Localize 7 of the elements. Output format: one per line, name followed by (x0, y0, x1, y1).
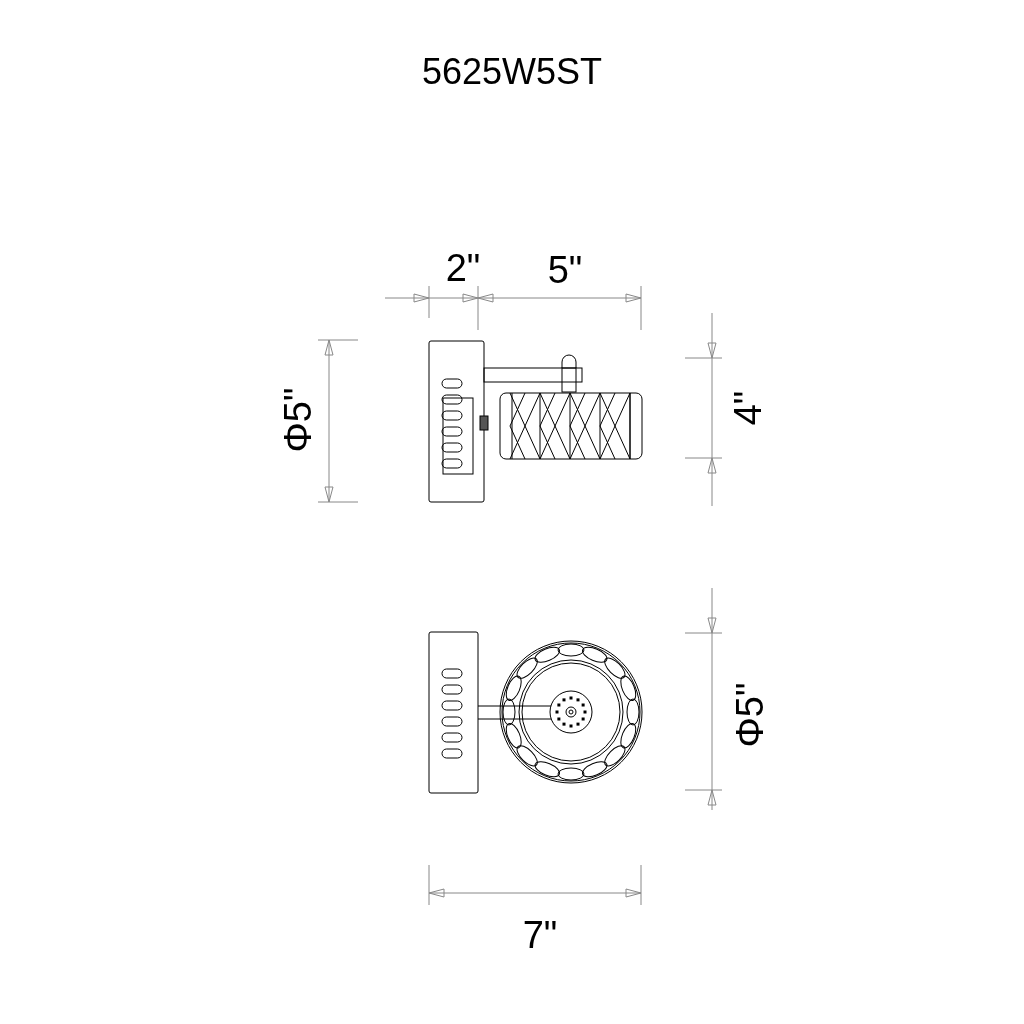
dimension-label: 2" (445, 246, 481, 290)
model-number-title: 5625W5ST (421, 51, 603, 93)
dimension-label: Φ5" (728, 682, 772, 748)
dimension-label: 5" (547, 248, 583, 292)
dimension-label: Φ5" (276, 387, 320, 453)
dimension-label: 7" (522, 913, 558, 957)
dimension-label: 4" (726, 390, 770, 426)
